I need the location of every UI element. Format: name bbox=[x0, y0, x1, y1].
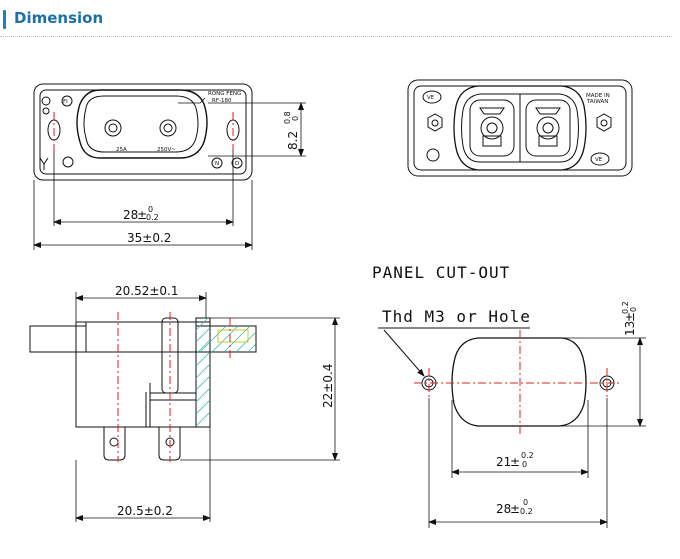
front-dim-hole-spacing bbox=[33, 150, 253, 250]
back-body-outline bbox=[453, 85, 587, 171]
back-cavity-right bbox=[525, 99, 571, 157]
cutout-outline bbox=[451, 337, 587, 427]
back-mark-vde bbox=[590, 152, 610, 166]
side-ground-accent bbox=[217, 329, 249, 343]
side-body bbox=[75, 322, 211, 428]
front-rating-current: 25A bbox=[116, 147, 127, 153]
cutout-thread-label: Thd M3 or Hole bbox=[382, 307, 531, 326]
header-divider bbox=[0, 36, 672, 37]
back-terminal-left bbox=[480, 116, 504, 140]
front-spacing-value: 28 bbox=[123, 208, 138, 222]
cutout-dim-labels: 13 ± 0.2 0 21 ± 0.2 0 28 ± 0 0.2 bbox=[496, 301, 638, 516]
cutout-title: PANEL CUT-OUT bbox=[372, 263, 510, 282]
front-mark-d bbox=[231, 157, 243, 169]
cutout-height-value: 13 bbox=[623, 321, 637, 336]
back-view bbox=[407, 79, 633, 177]
back-hex-left bbox=[427, 113, 443, 132]
front-mark-fi-text: FI bbox=[63, 99, 68, 105]
cutout-outer-value: 28 bbox=[496, 502, 511, 516]
svg-text:±: ± bbox=[137, 208, 147, 222]
side-hatching bbox=[195, 317, 257, 427]
cutout-inner-tol-lower: 0 bbox=[522, 460, 527, 469]
back-terminal-right bbox=[536, 116, 560, 140]
front-height-tol-upper: 0.8 bbox=[283, 111, 292, 124]
front-brand-line2: RF-180 bbox=[212, 98, 232, 104]
front-flange-outline bbox=[33, 83, 253, 181]
front-mark-fi bbox=[61, 95, 73, 107]
front-socket-outline bbox=[76, 89, 208, 159]
front-width-dim: 35±0.2 bbox=[127, 231, 171, 245]
front-mark-d-text: D bbox=[235, 161, 239, 167]
cutout-outer-tol-lower: 0.2 bbox=[520, 507, 533, 516]
front-mark-n-text: N bbox=[215, 161, 219, 167]
svg-text:±: ± bbox=[623, 312, 637, 322]
back-cavity-left bbox=[469, 99, 515, 157]
side-dim-bottom: 20.5±0.2 bbox=[117, 504, 173, 518]
front-pin-left bbox=[104, 119, 122, 137]
back-body-inner bbox=[461, 93, 579, 163]
side-hatch-area bbox=[195, 317, 211, 428]
side-terminal-left bbox=[103, 427, 126, 461]
cutout-dims bbox=[428, 337, 646, 528]
front-socket-inner bbox=[83, 95, 199, 153]
cutout-leader-arrow bbox=[383, 329, 425, 377]
side-dim-height: 22±0.4 bbox=[321, 364, 335, 408]
back-made-line1: MADE IN bbox=[586, 93, 610, 99]
back-hex-right bbox=[596, 113, 612, 132]
side-view bbox=[29, 317, 257, 461]
svg-text:±: ± bbox=[510, 502, 520, 516]
front-dim-height-label: 8.2 0.8 0 bbox=[283, 111, 300, 150]
front-centerlines bbox=[53, 112, 234, 150]
cutout-centerlines bbox=[414, 330, 622, 434]
page-title: Dimension bbox=[14, 9, 104, 27]
front-mark-ground bbox=[39, 157, 49, 170]
cutout-shape bbox=[378, 327, 615, 427]
section-header: Dimension bbox=[0, 0, 680, 40]
cutout-outer-tol-upper: 0 bbox=[523, 498, 528, 507]
back-mark-ul-text: VE bbox=[427, 95, 435, 101]
back-texts: MADE IN TAIWAN VE VE bbox=[427, 93, 610, 163]
back-mark-vde-text: VE bbox=[595, 157, 603, 163]
front-mark-vde bbox=[62, 156, 74, 168]
back-mark-s bbox=[426, 148, 440, 162]
front-mark-ul bbox=[41, 96, 51, 106]
cutout-height-tol-upper: 0.2 bbox=[621, 301, 630, 314]
header-accent-bar bbox=[3, 10, 6, 29]
side-dim-labels: 20.52±0.1 20.5±0.2 22±0.4 bbox=[115, 284, 335, 518]
front-rating-voltage: 250V~ bbox=[157, 147, 176, 153]
front-dim-height bbox=[208, 102, 306, 157]
side-dim-top: 20.52±0.1 bbox=[115, 284, 179, 298]
front-dim-hole-spacing-label: 28 ± 0 0.2 35±0.2 bbox=[123, 205, 171, 245]
side-centerlines bbox=[117, 312, 231, 462]
front-height-value: 8.2 bbox=[286, 131, 300, 150]
back-mark-ul bbox=[422, 90, 442, 104]
front-spacing-tol-upper: 0 bbox=[148, 205, 153, 214]
front-spacing-tol-lower: 0.2 bbox=[146, 213, 159, 222]
front-texts: RONG FENG RF-180 25A 250V~ FI N D bbox=[63, 91, 241, 167]
cutout-inner-value: 21 bbox=[496, 455, 511, 469]
back-made-line2: TAIWAN bbox=[586, 99, 608, 105]
side-flange-left bbox=[29, 325, 87, 353]
cutout-inner-tol-upper: 0.2 bbox=[521, 451, 534, 460]
back-flange-outline bbox=[407, 79, 633, 177]
front-mark-n bbox=[211, 157, 223, 169]
svg-text:±: ± bbox=[510, 455, 520, 469]
front-pin-right bbox=[159, 119, 177, 137]
front-height-tol-lower: 0 bbox=[291, 116, 300, 121]
side-dims bbox=[75, 292, 340, 522]
cutout-height-tol-lower: 0 bbox=[629, 307, 638, 312]
front-brand-line1: RONG FENG bbox=[208, 91, 241, 97]
